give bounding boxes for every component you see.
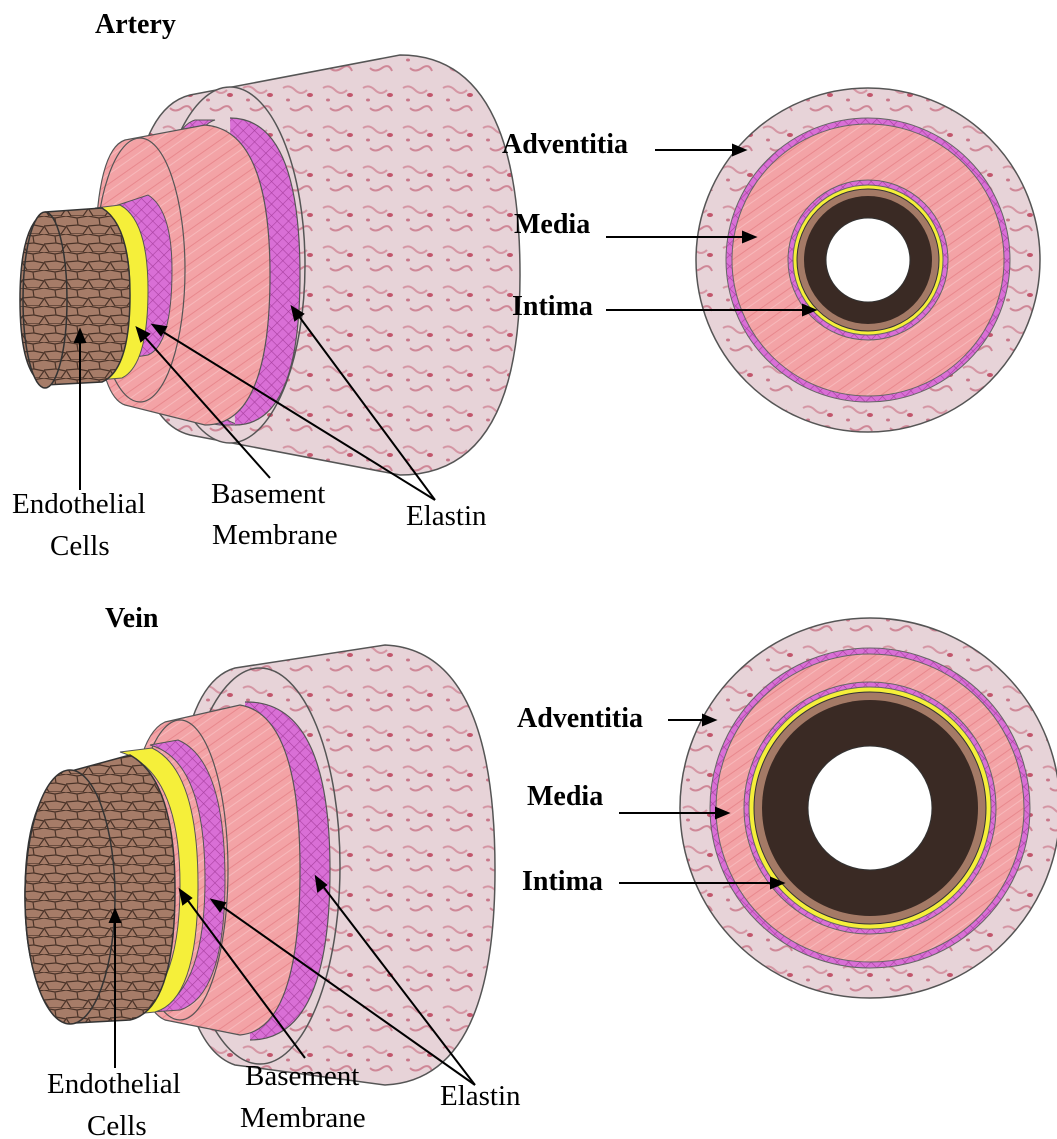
artery-cross-section xyxy=(696,88,1040,432)
vein-label-elastin: Elastin xyxy=(440,1080,521,1112)
artery-label-endothelial-1: Endothelial xyxy=(12,488,146,520)
vein-endothelial-face xyxy=(25,770,115,1024)
artery-label-basement-2: Membrane xyxy=(212,519,338,551)
artery-label-elastin: Elastin xyxy=(406,500,487,532)
artery-label-intima: Intima xyxy=(512,291,593,322)
vein-label-endothelial-1: Endothelial xyxy=(47,1068,181,1100)
artery-label-endothelial-2: Cells xyxy=(50,530,110,562)
artery-label-media: Media xyxy=(514,209,590,240)
vein-label-basement-2: Membrane xyxy=(240,1102,366,1134)
vein-label-adventitia: Adventitia xyxy=(517,703,643,734)
vein-label-basement-1: Basement xyxy=(245,1060,359,1092)
vein-label-intima: Intima xyxy=(522,866,603,897)
artery-xs-lumen xyxy=(826,218,910,302)
artery-label-adventitia: Adventitia xyxy=(502,129,628,160)
vein-label-endothelial-2: Cells xyxy=(87,1110,147,1139)
vein-xs-lumen xyxy=(808,746,932,870)
artery-cylinder xyxy=(20,55,520,475)
artery-endothelial-face xyxy=(23,212,67,388)
artery-label-basement-1: Basement xyxy=(211,478,325,510)
artery-panel: Artery xyxy=(12,9,1040,562)
vein-title: Vein xyxy=(105,603,159,634)
artery-title: Artery xyxy=(95,9,176,40)
vein-panel: Vein Adventitia Media Intima xyxy=(25,603,1057,1139)
vein-label-media: Media xyxy=(527,781,603,812)
vein-cross-section xyxy=(680,618,1057,998)
